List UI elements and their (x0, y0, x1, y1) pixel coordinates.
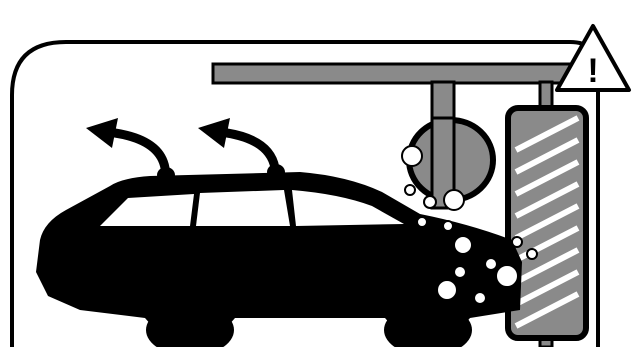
car-front-window (292, 190, 404, 226)
vertical-brush-icon (505, 80, 589, 347)
antenna-airflow-arrows (86, 118, 280, 173)
arrow-left-icon (110, 128, 170, 173)
car-silhouette-icon (36, 164, 522, 347)
warning-triangle-icon: ! (555, 24, 631, 92)
rotary-brush-icon (406, 116, 496, 210)
car-rear-window (100, 194, 194, 226)
warning-symbol: ! (587, 52, 598, 90)
foam-bubbles (401, 145, 538, 305)
car-middle-window (196, 190, 290, 226)
gantry-bar (211, 62, 587, 85)
arrow-right-icon (222, 128, 280, 173)
